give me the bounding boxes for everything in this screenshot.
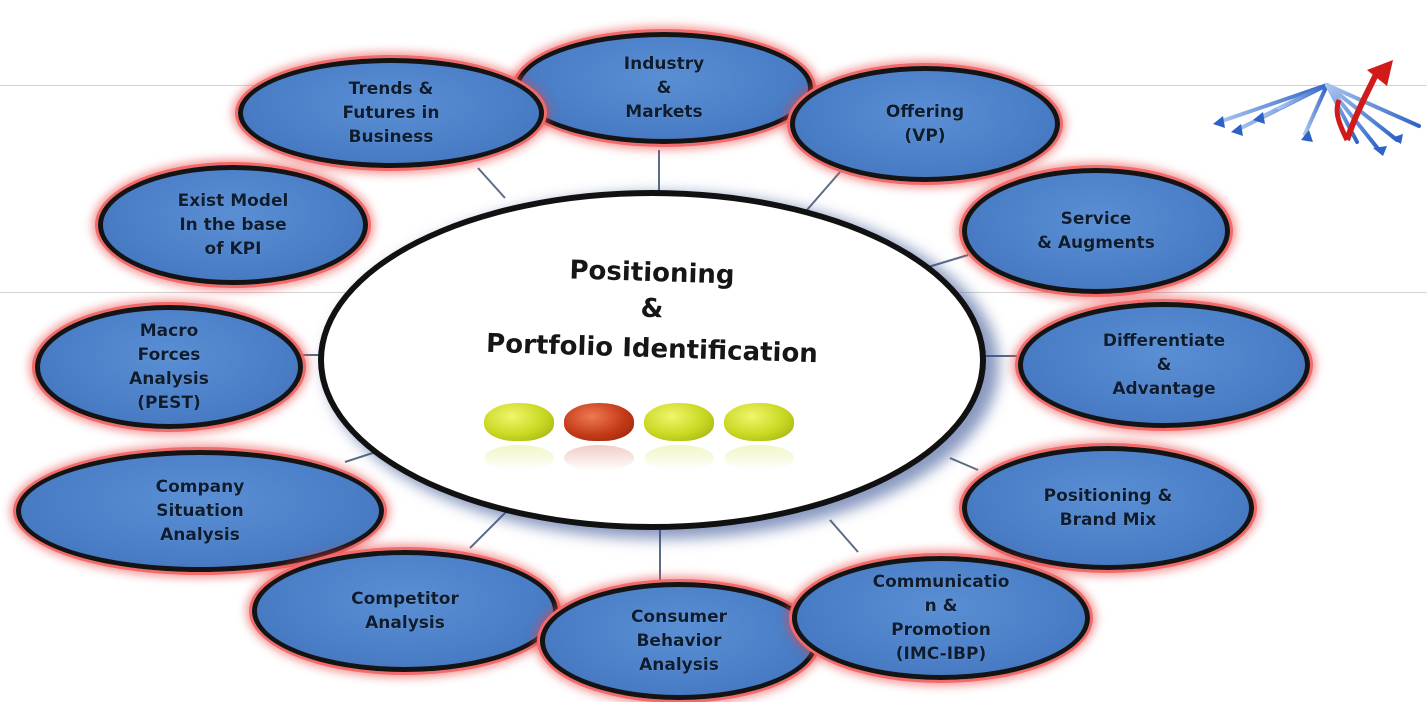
node-consumer-behavior: Consumer Behavior Analysis [540,582,818,700]
node-service-augments: Service & Augments [962,168,1230,294]
node-label: Service & Augments [1037,209,1155,253]
node-label: Exist Model In the base of KPI [177,191,289,259]
central-hub: Positioning & Portfolio Identification [318,190,986,530]
node-label: Positioning & Brand Mix [1043,486,1173,530]
node-competitor: Competitor Analysis [252,550,558,672]
node-label: Trends & Futures in Business [342,79,440,147]
arrow-burst-logo [1213,60,1421,156]
blue-arrow-icon [1325,83,1421,128]
connector-line [949,457,979,471]
blue-arrow-icon [1217,83,1329,124]
node-company-situation: Company Situation Analysis [16,450,384,572]
blue-arrow-icon [1303,83,1329,136]
node-exist-model: Exist Model In the base of KPI [98,165,368,285]
apple-reflection [484,445,554,471]
node-label: Communicatio n & Promotion (IMC-IBP) [872,572,1010,664]
green-apple-icon [644,403,714,441]
connector-line [829,519,859,553]
node-label: Offering (VP) [885,102,965,146]
apple-reflection [724,445,794,471]
apple-reflection [564,445,634,471]
node-communication: Communicatio n & Promotion (IMC-IBP) [792,556,1090,680]
green-apple-icon [724,403,794,441]
node-industry-markets: Industry & Markets [515,32,813,144]
node-positioning-brand: Positioning & Brand Mix [962,446,1254,570]
node-label: Competitor Analysis [351,589,459,633]
blue-arrow-icon [1277,83,1329,110]
node-label: Consumer Behavior Analysis [630,607,728,675]
green-apple-icon [484,403,554,441]
node-macro-forces: Macro Forces Analysis (PEST) [35,305,303,429]
hub-subtitle: Portfolio Identification [485,328,819,370]
connector-line [469,507,511,549]
connector-line [477,167,506,199]
node-trends-futures: Trends & Futures in Business [238,58,544,168]
node-differentiate: Differentiate & Advantage [1018,302,1310,428]
node-label: Company Situation Analysis [155,477,245,545]
node-offering: Offering (VP) [790,66,1060,182]
blue-arrow-icon [1325,83,1399,142]
node-label: Differentiate & Advantage [1102,331,1226,399]
node-label: Industry & Markets [623,54,705,122]
apple-reflection [644,445,714,471]
node-label: Macro Forces Analysis (PEST) [129,321,209,413]
red-apple-icon [564,403,634,441]
connector-line [924,254,969,269]
